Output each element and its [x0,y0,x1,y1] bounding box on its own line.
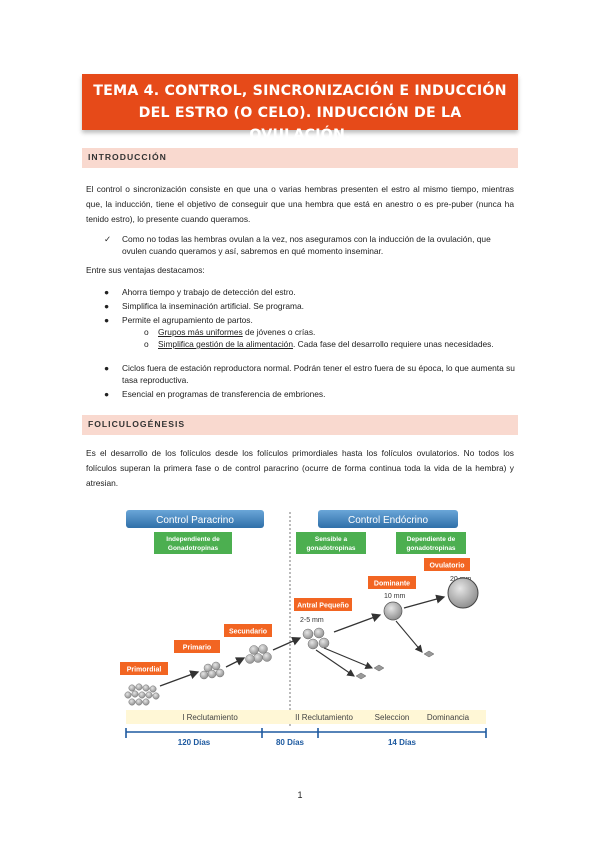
sub-item-underlined: Grupos más uniformes [158,327,243,337]
stage-ovulatorio-box [424,558,470,571]
list-item-text: Ciclos fuera de estación reproductora no… [122,363,515,385]
independiente-box [154,532,232,554]
list-item-text: Permite el agrupamiento de partos. [122,315,253,325]
check-text: Como no todas las hembras ovulan a la ve… [122,234,491,256]
stage-antral-box [294,598,352,611]
sensible-label-2: gonadotropinas [306,545,355,552]
dependiente-label-1: Dependiente de [407,536,456,543]
control-endocrino-header [318,510,458,528]
list-item-text: Simplifica la inseminación artificial. S… [122,301,304,311]
phase-reclutamiento-1: I Reclutamiento [182,713,238,722]
independiente-label-1: Independiente de [166,536,220,543]
days-14: 14 Días [388,738,417,747]
advantages-intro: Entre sus ventajas destacamos: [86,265,205,275]
antral-follicles [302,627,330,650]
atresia-arrows [315,620,423,677]
stage-ovulatorio-label: Ovulatorio [429,563,464,570]
sensible-label-1: Sensible a [315,536,348,543]
atretic-follicles [355,650,435,680]
size-label-10mm: 10 mm [384,593,406,600]
stage-antral-label: Antral Pequeño [297,603,349,610]
secundario-follicles [245,644,272,664]
stage-secundario-box [224,624,272,637]
sub-item-text: . Cada fase del desarrollo requiere unas… [293,339,494,349]
foliculogenesis-diagram: Control Paracrino Control Endócrino Inde… [120,510,487,747]
bullet-icon: ● [104,389,110,399]
bullet-icon: ● [104,287,110,297]
page-title: TEMA 4. CONTROL, SINCRONIZACIÓN E INDUCC… [93,83,507,143]
days-120: 120 Días [178,738,211,747]
bullet-icon: ● [104,301,110,311]
section-heading-text: INTRODUCCIÓN [88,152,167,162]
title-banner: TEMA 4. CONTROL, SINCRONIZACIÓN E INDUCC… [82,74,518,143]
bullet-icon: ● [104,315,110,325]
dominante-follicle [383,601,403,621]
foliculo-paragraph: Es el desarrollo de los folículos desde … [86,448,514,488]
stage-secundario-label: Secundario [229,629,267,636]
dependiente-box [396,532,466,554]
stage-primordial-box [120,662,168,675]
stage-primordial-label: Primordial [127,667,162,674]
check-icon: ✓ [104,234,112,244]
list-item-text: Ahorra tiempo y trabajo de detección del… [122,287,296,297]
size-label-2-5mm: 2-5 mm [300,617,324,624]
primordial-follicles [124,683,160,706]
control-endocrino-label: Control Endócrino [348,515,428,526]
list-item-text: Esencial en programas de transferencia d… [122,389,326,399]
progression-arrows [159,594,446,687]
timeline [125,728,487,738]
stage-primario-label: Primario [183,645,211,652]
stage-primario-box [174,640,220,653]
intro-paragraph: El control o sincronización consiste en … [86,184,514,224]
phase-dominancia: Dominancia [427,713,470,722]
days-80: 80 Días [276,738,305,747]
phase-seleccion: Seleccion [375,713,410,722]
sub-item-text: de jóvenes o crías. [242,327,316,337]
section-heading-intro: INTRODUCCIÓN [82,148,518,168]
control-paracrino-header [126,510,264,528]
bullet-icon: ● [104,363,110,373]
section-heading-text: FOLICULOGÉNESIS [88,419,186,429]
control-paracrino-label: Control Paracrino [156,515,234,526]
independiente-label-2: Gonadotropinas [168,545,219,552]
section-heading-foliculo: FOLICULOGÉNESIS [82,415,518,435]
dependiente-label-2: gonadotropinas [406,545,455,552]
circle-bullet-icon: o [144,327,149,337]
stage-dominante-box [368,576,416,589]
phase-reclutamiento-2: II Reclutamiento [295,713,353,722]
ovulatorio-follicle [447,577,479,609]
page-number: 1 [297,790,303,800]
sub-item-underlined: Simplifica gestión de la alimentación [158,339,294,349]
primario-follicles [199,661,225,680]
phase-band [126,710,486,724]
circle-bullet-icon: o [144,339,149,349]
sensible-box [296,532,366,554]
stage-dominante-label: Dominante [374,581,410,588]
